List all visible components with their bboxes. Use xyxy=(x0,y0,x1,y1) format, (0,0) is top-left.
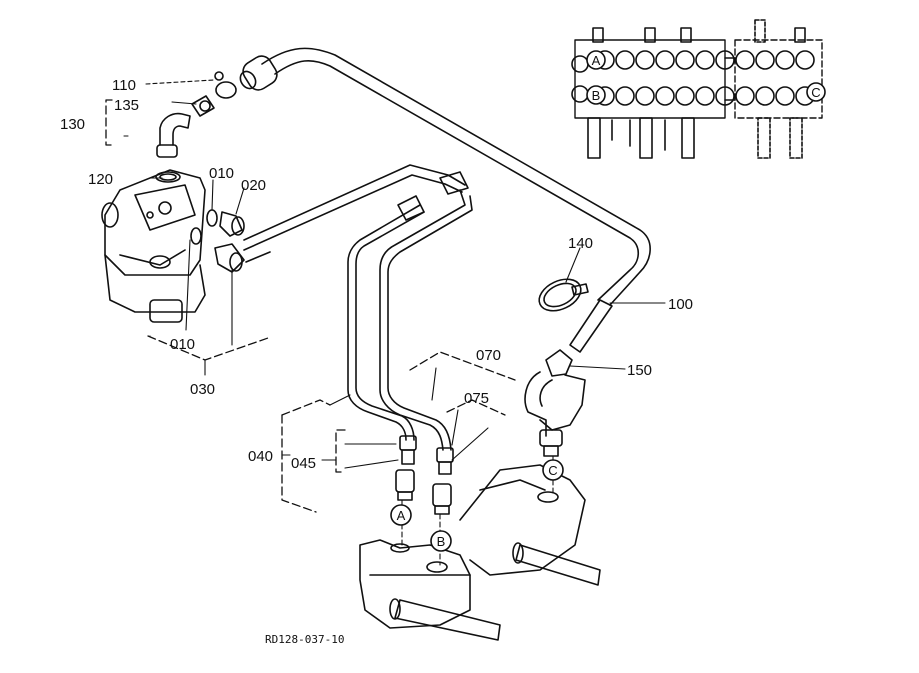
port-a-callout: A xyxy=(390,504,412,526)
label-135: 135 xyxy=(114,97,139,114)
label-100: 100 xyxy=(668,296,693,313)
label-070: 070 xyxy=(476,347,501,364)
leader-lines xyxy=(123,79,666,566)
inset-port-b-circle xyxy=(586,85,606,105)
label-130: 130 xyxy=(60,116,85,133)
label-110: 110 xyxy=(112,77,136,94)
label-075: 075 xyxy=(464,390,489,407)
fittings-045 xyxy=(395,435,417,501)
return-hose-100 xyxy=(239,47,651,353)
label-030: 030 xyxy=(190,381,215,398)
fittings-075 xyxy=(432,447,454,515)
inset-port-a-label: A xyxy=(592,53,601,68)
port-c-label: C xyxy=(548,463,557,478)
label-045: 045 xyxy=(291,455,316,472)
adapter-135 xyxy=(191,95,215,117)
control-valve xyxy=(359,464,601,641)
label-010-upper: 010 xyxy=(209,165,234,182)
inset-spools xyxy=(587,19,806,159)
label-140: 140 xyxy=(568,235,593,252)
label-020: 020 xyxy=(241,177,266,194)
port-b-label: B xyxy=(437,534,446,549)
pump-fittings-020 xyxy=(190,209,245,273)
port-c-callout: C xyxy=(542,459,564,481)
pressure-lines-040 xyxy=(243,164,473,451)
hydraulic-pump xyxy=(101,169,206,323)
hose-clamp-140 xyxy=(538,278,589,312)
label-150: 150 xyxy=(627,362,652,379)
inset-port-c-label: C xyxy=(811,85,820,100)
clamp-110 xyxy=(214,71,237,99)
inset-lower-port-row xyxy=(571,85,815,106)
control-valve-inset: A B C xyxy=(571,19,826,159)
elbow-fitting-130 xyxy=(155,112,191,183)
label-040: 040 xyxy=(248,448,273,465)
inset-port-b-label: B xyxy=(592,88,601,103)
part-number-labels: 110 135 130 120 010 020 010 030 140 100 … xyxy=(60,77,693,472)
port-b-callout: B xyxy=(430,530,452,552)
label-120: 120 xyxy=(88,171,113,188)
port-a-label: A xyxy=(397,508,406,523)
label-010-lower: 010 xyxy=(170,336,195,353)
return-fitting-150 xyxy=(524,349,586,457)
inset-upper-port-row xyxy=(571,50,815,73)
inset-port-c-circle xyxy=(806,82,826,102)
drawing-code: RD128-037-10 xyxy=(265,633,344,646)
inset-port-a-circle xyxy=(586,50,606,70)
